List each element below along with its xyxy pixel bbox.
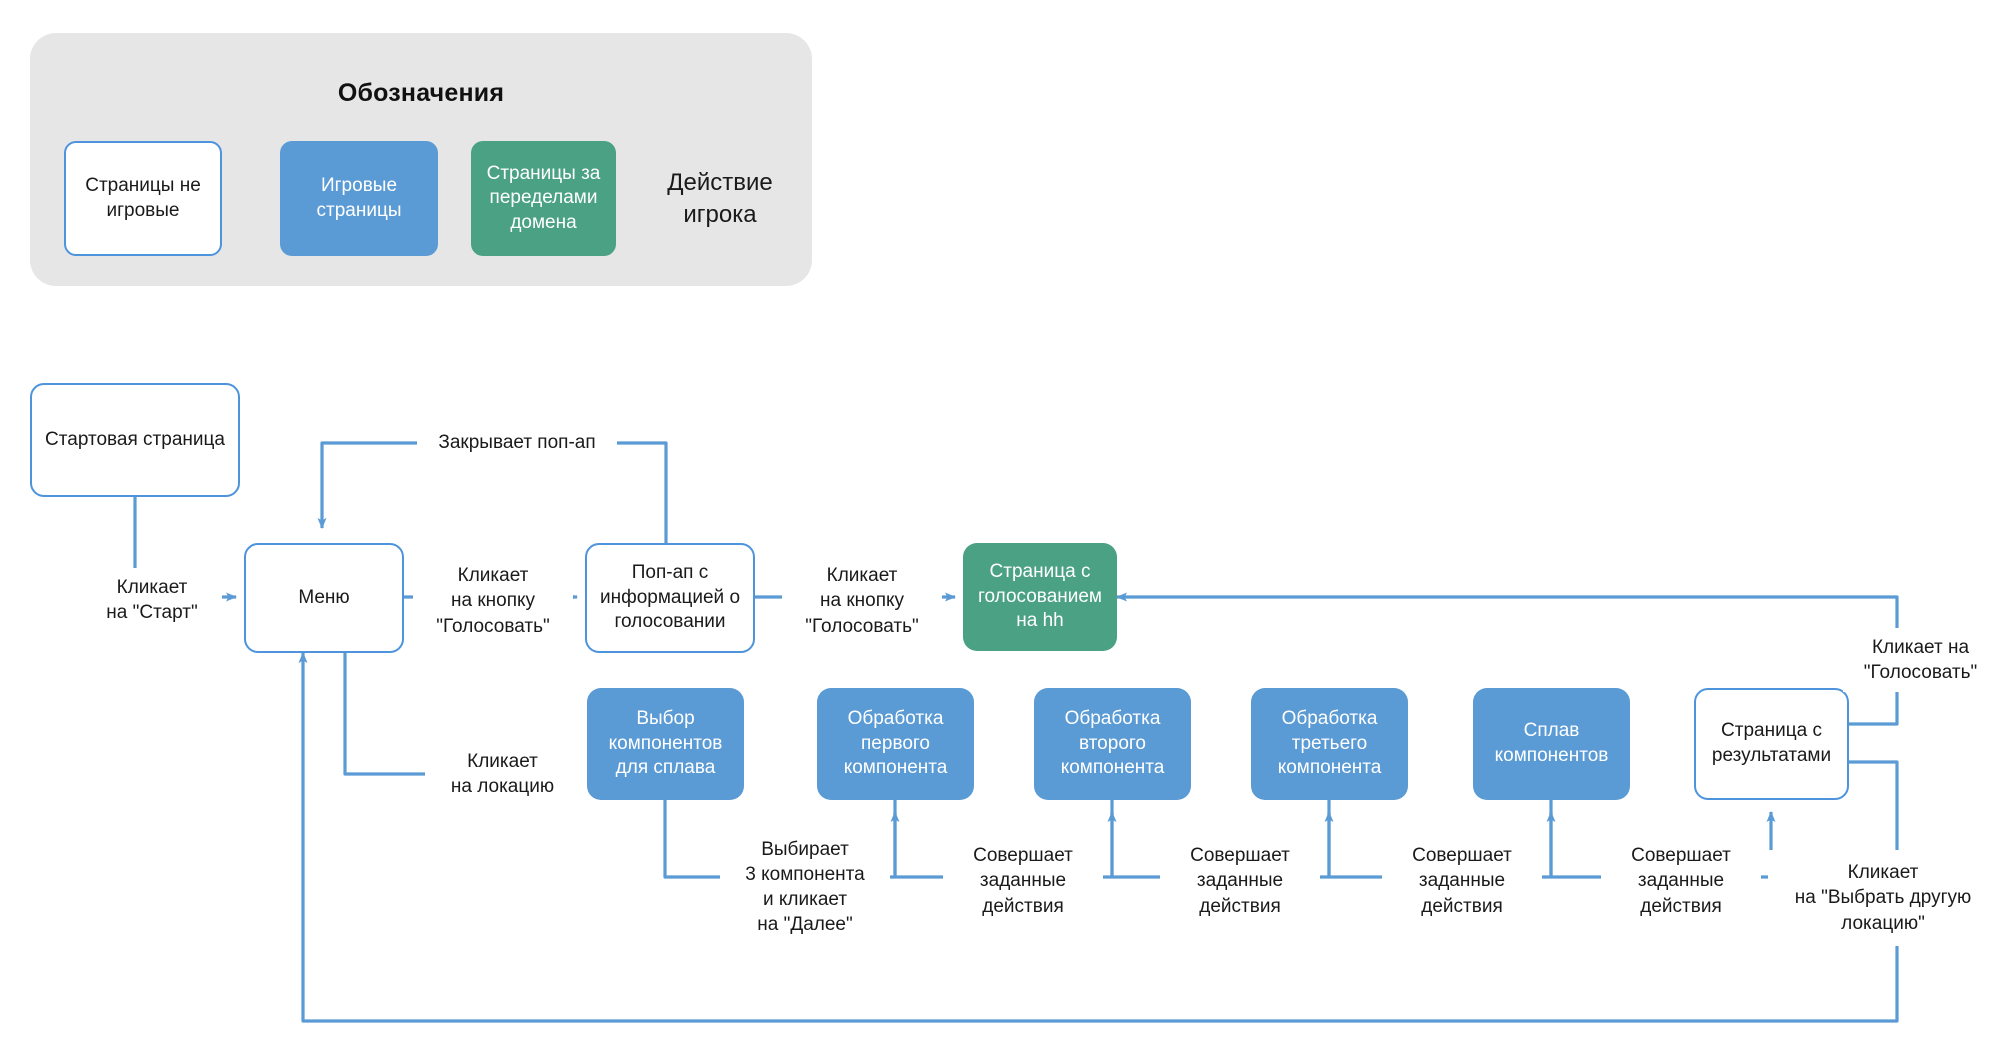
legend-items: Страницы не игровые Игровые страницы Стр… [30, 141, 812, 261]
edge-label-perform-actions-1: Совершает заданные действия [943, 833, 1103, 929]
edge-label-perform-actions-3: Совершает заданные действия [1382, 833, 1542, 929]
legend-swatch-external-pages: Страницы за переделами домена [471, 141, 616, 256]
edge-label-click-vote-button-2: Кликает на кнопку "Голосовать" [782, 553, 942, 649]
node-results-page[interactable]: Страница с результатами [1694, 688, 1849, 800]
legend-swatch-player-action: Действие игрока [667, 169, 773, 228]
edge-label-perform-actions-2: Совершает заданные действия [1160, 833, 1320, 929]
node-process-component-1[interactable]: Обработка первого компонента [817, 688, 974, 800]
edge-label-perform-actions-4: Совершает заданные действия [1601, 833, 1761, 929]
legend-swatch-non-game-pages: Страницы не игровые [64, 141, 222, 256]
node-alloy-components[interactable]: Сплав компонентов [1473, 688, 1630, 800]
node-process-component-3[interactable]: Обработка третьего компонента [1251, 688, 1408, 800]
edge-label-select-3-components: Выбирает 3 компонента и кликает на "Дале… [720, 823, 890, 951]
edge-label-click-location: Кликает на локацию [425, 742, 580, 806]
legend-title: Обозначения [337, 79, 505, 107]
edge-label-close-popup: Закрывает поп-ап [417, 427, 617, 459]
node-popup-info[interactable]: Поп-ап с информацией о голосовании [585, 543, 755, 653]
node-hh-voting-page[interactable]: Страница с голосованием на hh [963, 543, 1117, 651]
edge-label-click-vote-button: Кликает на кнопку "Голосовать" [413, 553, 573, 649]
edge-label-click-start: Кликает на "Старт" [82, 568, 222, 632]
legend-swatch-game-pages: Игровые страницы [280, 141, 438, 256]
node-process-component-2[interactable]: Обработка второго компонента [1034, 688, 1191, 800]
edge-label-choose-other-location: Кликает на "Выбрать другую локацию" [1768, 850, 1998, 946]
legend-panel: Обозначения Страницы не игровые Игровые … [30, 33, 812, 286]
node-start-page[interactable]: Стартовая страница [30, 383, 240, 497]
node-select-components[interactable]: Выбор компонентов для сплава [587, 688, 744, 800]
node-menu[interactable]: Меню [244, 543, 404, 653]
edge-label-click-vote-results: Кликает на "Голосовать" [1843, 628, 1998, 692]
